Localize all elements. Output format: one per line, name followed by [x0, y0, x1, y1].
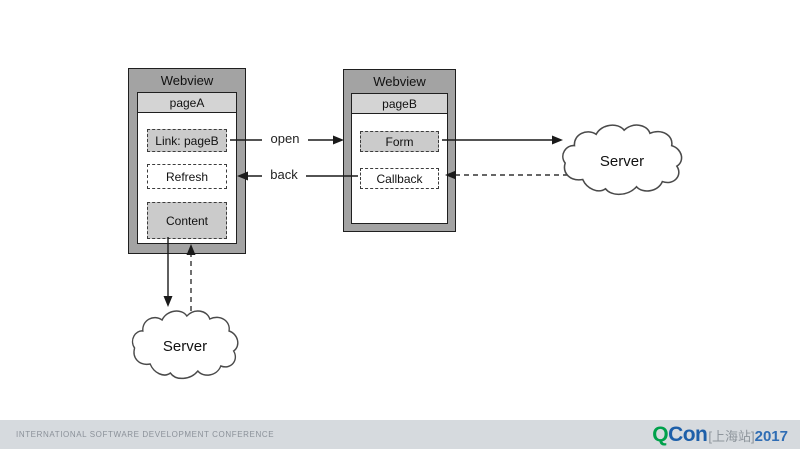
content-to-server-arrowhead	[163, 296, 173, 307]
webview-b-panel: pageB Form Callback	[351, 93, 448, 224]
content-box: Content	[147, 202, 227, 239]
webview-a-panel: pageA Link: pageB Refresh Content	[137, 92, 237, 244]
refresh-box: Refresh	[147, 164, 227, 189]
server-cloud-right: Server	[562, 124, 683, 196]
cloud-shape	[131, 310, 239, 380]
qcon-logo-year: 2017	[754, 427, 788, 445]
webview-a: Webview pageA Link: pageB Refresh Conten…	[128, 68, 246, 254]
footer-bar: INTERNATIONAL SOFTWARE DEVELOPMENT CONFE…	[0, 420, 800, 449]
form-to-server-arrowhead	[552, 135, 563, 145]
qcon-logo: Q Con [上海站] 2017	[652, 423, 788, 447]
qcon-logo-q: Q	[652, 422, 669, 446]
qcon-logo-con: Con	[668, 422, 708, 446]
webview-a-title: Webview	[160, 73, 214, 88]
server-bottom-label: Server	[163, 338, 207, 355]
link-pageb-box: Link: pageB	[147, 129, 227, 152]
server-cloud-bottom: Server	[131, 310, 239, 380]
page-a-body: Link: pageB Refresh Content	[138, 113, 236, 243]
callback-box: Callback	[360, 168, 439, 189]
back-label: back	[262, 166, 306, 184]
server-right-label: Server	[600, 153, 644, 170]
qcon-logo-city: [上海站]	[708, 428, 755, 444]
form-box: Form	[360, 131, 439, 152]
conference-tagline: INTERNATIONAL SOFTWARE DEVELOPMENT CONFE…	[16, 430, 275, 439]
webview-b-title: Webview	[373, 74, 426, 89]
page-b-header: pageB	[352, 94, 447, 114]
webview-b: Webview pageB Form Callback	[343, 69, 456, 232]
page-b-body: Form Callback	[352, 114, 447, 223]
cloud-shape	[562, 124, 683, 196]
open-label: open	[262, 130, 308, 148]
page-a-header: pageA	[138, 93, 236, 113]
